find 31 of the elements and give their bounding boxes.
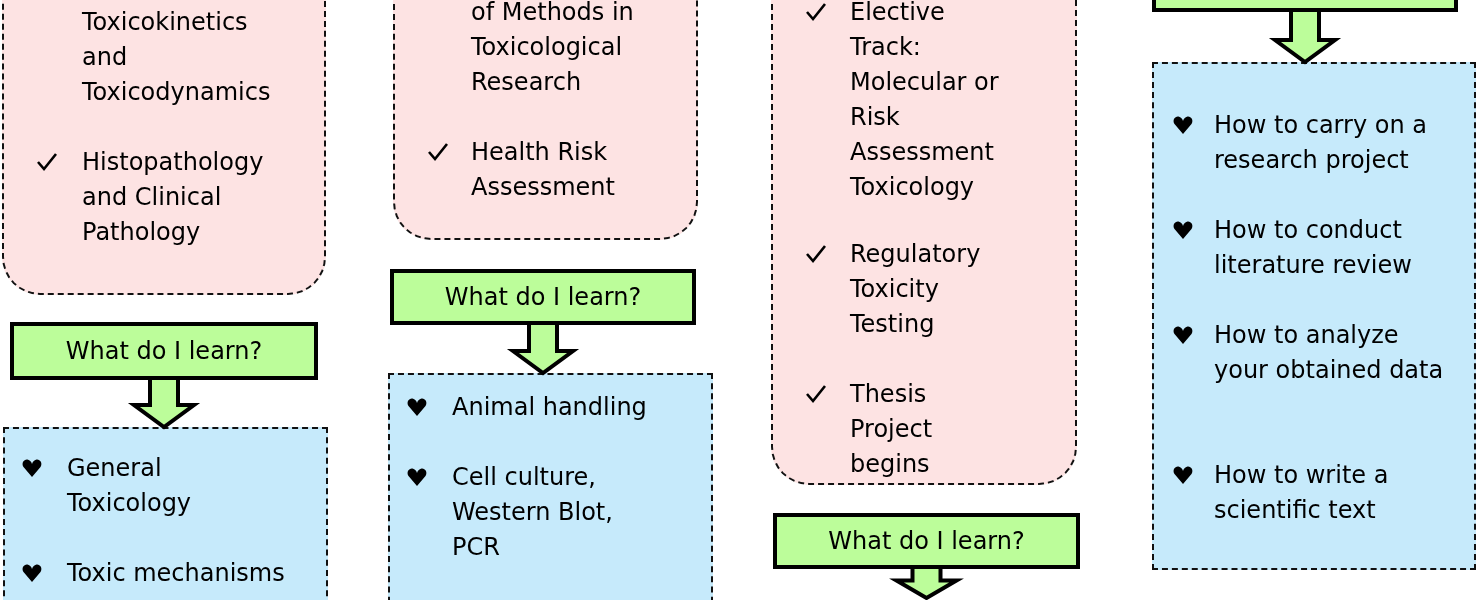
course-topics-card (771, 0, 1077, 485)
callout-text: What do I learn? (828, 527, 1025, 555)
list-item-text: Thesis Project begins (850, 379, 934, 480)
learning-outcomes-card (388, 373, 713, 600)
list-item-text: How to analyze your obtained data (1214, 320, 1445, 386)
list-item-text: Regulatory Toxicity Testing (850, 239, 982, 340)
list-item-text: General Toxicology (67, 453, 193, 519)
list-item-text: Toxic mechanisms (67, 558, 286, 589)
learning-outcomes-card (3, 427, 328, 600)
callout-text: What do I learn? (444, 283, 642, 311)
list-item-text: Histopathology and Clinical Pathology (82, 147, 265, 248)
callout-text: What do I learn? (65, 337, 263, 365)
callout-box (10, 322, 318, 380)
list-item-text: How to write a scientific text (1214, 460, 1390, 526)
list-item-text: Cell culture, Western Blot, PCR (452, 462, 614, 563)
list-item-text: How to conduct literature review (1214, 215, 1413, 281)
down-arrow (1268, 10, 1342, 65)
learning-outcomes-card (1152, 62, 1476, 570)
list-item-text: Elective Track: Molecular or Risk Assessment Toxicology (850, 0, 1000, 203)
list-item-text: of Methods in Toxicological Research (471, 0, 635, 98)
down-arrow (889, 567, 964, 600)
down-arrow (506, 323, 580, 376)
callout-box (390, 269, 696, 325)
course-topics-card (393, 0, 698, 240)
list-item-text: How to carry on a research project (1214, 110, 1428, 176)
list-item-text: Health Risk Assessment (471, 137, 616, 203)
list-item-text: Animal handling (452, 392, 648, 423)
callout-box (773, 513, 1080, 569)
down-arrow (127, 378, 201, 430)
course-topics-card (2, 0, 326, 295)
list-item-text: Toxicokinetics and Toxicodynamics (82, 7, 272, 108)
